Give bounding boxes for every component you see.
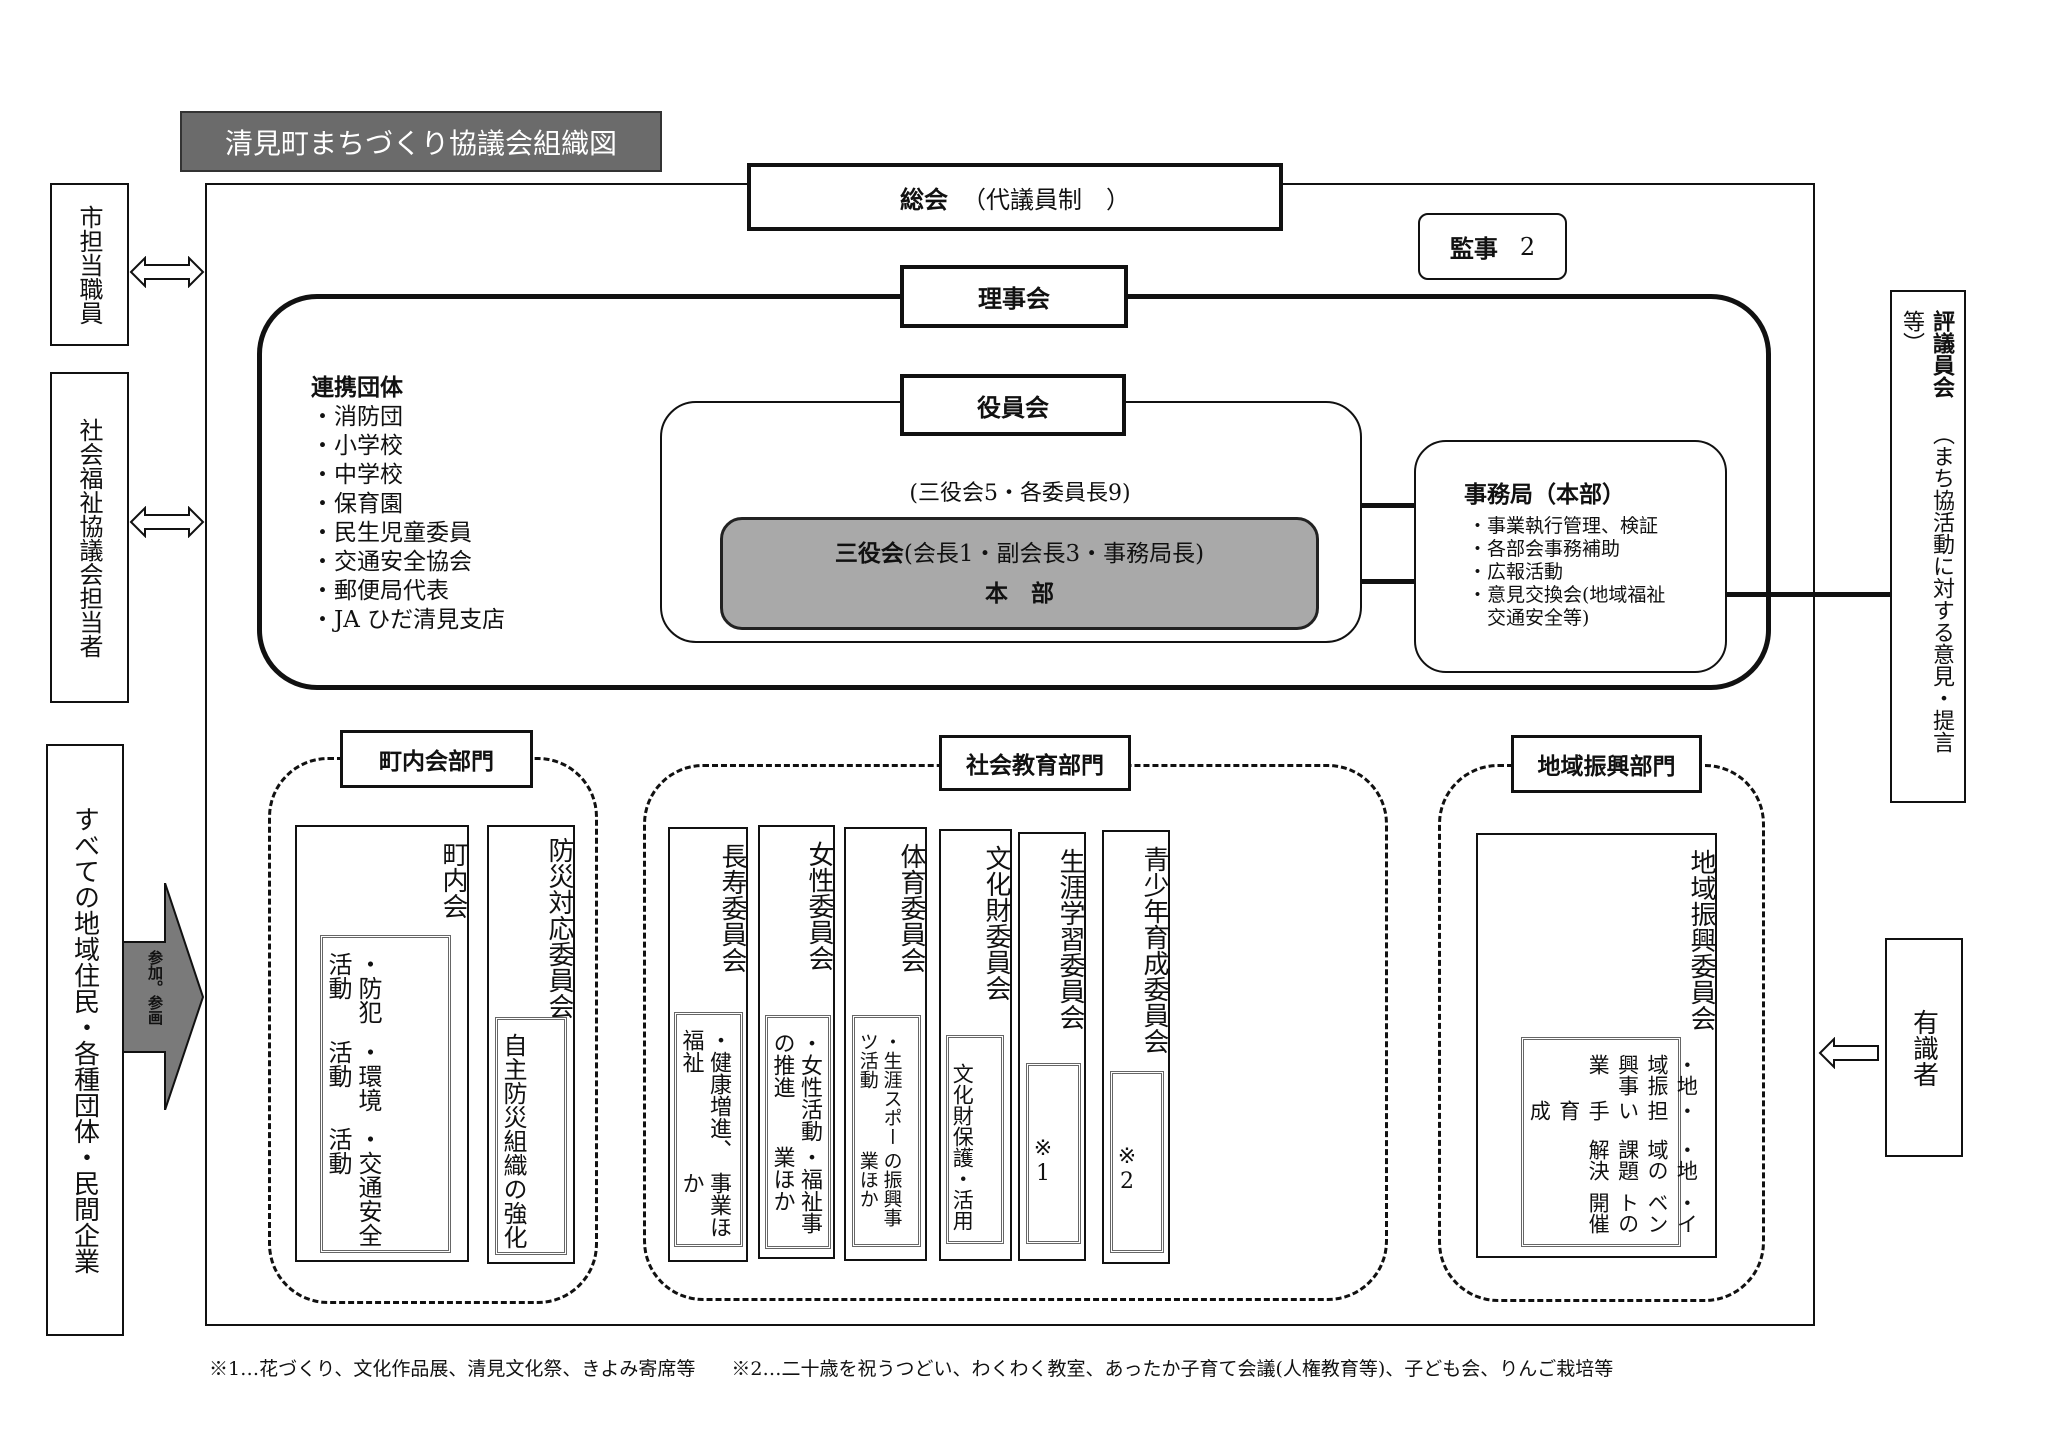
residents-box: すべての地域住民・各種団体・民間企業: [46, 744, 124, 1336]
auditor-count: 2: [1519, 232, 1536, 261]
committee-box: 地域振興委員会 ・地域振興事業 ・担い手育成 ・地域の課題解決 ・イベントの開催: [1476, 833, 1717, 1258]
partner-item: ・消防団: [311, 404, 403, 430]
general-meeting-note: （代議員制 ）: [962, 185, 1130, 214]
committee-name: 長寿委員会: [717, 843, 747, 973]
activity-item: 事業ほか: [678, 1172, 732, 1239]
committee-box: 青少年育成委員会 ※2: [1102, 830, 1170, 1264]
footnotes: ※1…花づくり、文化作品展、清見文化祭、きよみ寄席等 ※2…二十歳を祝うつどい、…: [209, 1354, 1613, 1381]
partner-item: ・民生児童委員: [311, 520, 472, 546]
partner-item: ・中学校: [311, 462, 403, 488]
activity-item: ・健康増進、福祉: [678, 1029, 732, 1161]
committee-box: 体育委員会 ・生涯スポーツ活動 の振興事業ほか: [844, 827, 927, 1261]
education-division-region: [643, 764, 1388, 1301]
officers-box: 役員会: [900, 374, 1126, 436]
activity-item: の振興事業ほか: [856, 1151, 903, 1228]
secretariat-item: ・事業執行管理、検証: [1468, 515, 1659, 537]
committee-activities: ・地域振興事業 ・担い手育成 ・地域の課題解決 ・イベントの開催: [1521, 1037, 1698, 1247]
officers-composition: (三役会5・各委員長9): [909, 481, 1131, 506]
council-note: （まち協活動に対する意見・提言等）: [1899, 310, 1954, 753]
committee-activities: ※1: [1026, 1063, 1081, 1244]
activity-item: ※2: [1114, 1144, 1140, 1194]
committee-name: 町内会: [438, 841, 468, 919]
partner-item: ・交通安全協会: [311, 549, 472, 575]
auditor-box: 監事 2: [1418, 213, 1567, 280]
secretariat-item: 交通安全等): [1468, 607, 1590, 629]
secretariat-box: 事務局（本部） ・事業執行管理、検証 ・各部会事務補助 ・広報活動 ・意見交換会…: [1414, 440, 1727, 673]
footnote-1: ※1…花づくり、文化作品展、清見文化祭、きよみ寄席等: [209, 1358, 696, 1380]
activity-item: ・女性活動の推進: [769, 1032, 823, 1142]
secretariat-item: ・各部会事務補助: [1468, 538, 1621, 560]
activity-item: ・生涯スポーツ活動: [856, 1032, 903, 1146]
activity-item: ・イベントの開催: [1586, 1191, 1699, 1234]
connector-line: [1362, 579, 1414, 584]
committee-name: 青少年育成委員会: [1139, 846, 1169, 1054]
neighborhood-division-label: 町内会部門: [340, 730, 533, 788]
connector-line: [1362, 503, 1414, 508]
partner-item: ・JA ひだ清見支店: [311, 607, 506, 633]
council-name: 評議員会: [1929, 310, 1954, 398]
committee-activities: ・防犯活動 ・環境活動 ・交通安全活動: [320, 935, 451, 1253]
partners-list: 連携団体 ・消防団 ・小学校 ・中学校 ・保育園 ・民生児童委員 ・交通安全協会…: [311, 374, 505, 635]
executive-name: 三役会: [834, 540, 904, 567]
activity-item: ※1: [1030, 1135, 1056, 1186]
connector-line: [1727, 592, 1890, 597]
partner-item: ・郵便局代表: [311, 578, 449, 604]
committee-box: 防災対応委員会 自主防災組織の強化: [487, 825, 575, 1264]
committee-box: 女性委員会 ・女性活動の推進 ・福祉事業ほか: [758, 825, 835, 1259]
partner-item: ・保育園: [311, 491, 403, 517]
committee-box: 生涯学習委員会 ※1: [1018, 832, 1086, 1261]
left-arrow-icon: [1818, 1036, 1880, 1070]
committee-box: 文化財委員会 文化財保護・活用: [939, 829, 1012, 1261]
chart-title: 清見町まちづくり協議会組織図: [180, 111, 662, 172]
executive-box: 三役会(会長1・副会長3・事務局長) 本 部: [720, 517, 1319, 630]
committee-activities: ・生涯スポーツ活動 の振興事業ほか: [852, 1015, 921, 1247]
footnote-2: ※2…二十歳を祝うつどい、わくわく教室、あったか子育て会議(人権教育等)、子ども…: [731, 1358, 1614, 1380]
participation-arrow-icon: [122, 882, 205, 1111]
headquarters-label: 本 部: [985, 580, 1054, 607]
committee-name: 地域振興委員会: [1686, 849, 1716, 1031]
committee-activities: ・女性活動の推進 ・福祉事業ほか: [765, 1015, 831, 1249]
committee-box: 長寿委員会 ・健康増進、福祉 事業ほか: [668, 827, 748, 1262]
committee-activities: ※2: [1110, 1071, 1164, 1253]
committee-name: 文化財委員会: [981, 845, 1011, 1001]
executive-members: (会長1・副会長3・事務局長): [903, 540, 1205, 567]
partner-item: ・小学校: [311, 433, 403, 459]
secretariat-item: ・広報活動: [1468, 561, 1564, 583]
activity-item: ・交通安全活動: [324, 1127, 382, 1248]
activity-item: 文化財保護・活用: [950, 1062, 975, 1231]
council-box: 評議員会 （まち協活動に対する意見・提言等）: [1890, 290, 1966, 803]
regional-division-label: 地域振興部門: [1511, 735, 1702, 793]
activity-item: ・環境活動: [324, 1039, 382, 1112]
activity-item: ・担い手育成: [1527, 1099, 1699, 1121]
activity-item: 自主防災組織の強化: [499, 1033, 527, 1249]
general-meeting-name: 総会: [900, 185, 948, 214]
city-staff-box: 市担当職員: [50, 183, 129, 346]
committee-name: 体育委員会: [896, 843, 926, 973]
education-division-label: 社会教育部門: [939, 735, 1131, 791]
activity-item: ・福祉事業ほか: [769, 1146, 823, 1235]
committee-activities: 自主防災組織の強化: [495, 1017, 567, 1255]
general-meeting-box: 総会 （代議員制 ）: [747, 163, 1283, 231]
committee-name: 防災対応委員会: [544, 837, 574, 1019]
committee-name: 女性委員会: [804, 841, 834, 971]
secretariat-heading: 事務局（本部）: [1464, 482, 1625, 508]
activity-item: ・防犯活動: [324, 952, 382, 1024]
partners-heading: 連携団体: [311, 375, 403, 401]
committee-name: 生涯学習委員会: [1055, 848, 1085, 1030]
auditor-name: 監事: [1449, 235, 1498, 263]
activity-item: ・地域振興事業: [1586, 1054, 1699, 1096]
committee-activities: 文化財保護・活用: [946, 1035, 1004, 1244]
secretariat-item: ・意見交換会(地域福祉: [1468, 584, 1666, 606]
activity-item: ・地域の課題解決: [1586, 1139, 1699, 1182]
committee-box: 町内会 ・防犯活動 ・環境活動 ・交通安全活動: [295, 825, 469, 1262]
participation-label: 参加。参画: [146, 950, 164, 1025]
experts-box: 有識者: [1885, 938, 1963, 1157]
double-arrow-icon: [129, 255, 205, 289]
double-arrow-icon: [129, 505, 205, 539]
committee-activities: ・健康増進、福祉 事業ほか: [674, 1012, 743, 1247]
board-box: 理事会: [900, 265, 1128, 328]
welfare-staff-box: 社会福祉協議会担当者: [50, 372, 129, 703]
